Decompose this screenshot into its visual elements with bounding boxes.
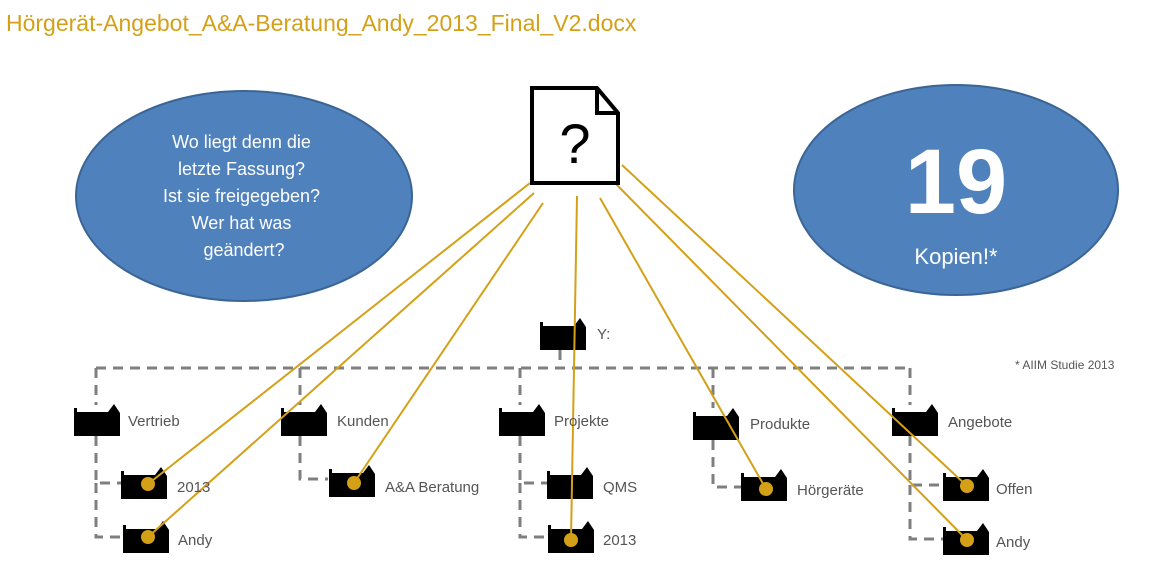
document-title: Hörgerät-Angebot_A&A-Beratung_Andy_2013_…	[6, 10, 637, 36]
folder-projekte-label: Projekte	[554, 413, 609, 430]
folder-produkte-label: Produkte	[750, 416, 810, 433]
copy-marker	[141, 477, 155, 491]
copy-marker	[564, 533, 578, 547]
folder-kunden-icon	[281, 404, 327, 436]
question-line-2: letzte Fassung?	[178, 159, 305, 179]
question-line-3: Ist sie freigegeben?	[163, 186, 320, 206]
folder-angebote-offen-label: Offen	[996, 481, 1032, 498]
footnote: * AIIM Studie 2013	[1015, 358, 1115, 372]
copy-count-bubble: 19 Kopien!*	[793, 84, 1119, 296]
folder-angebote-label: Angebote	[948, 414, 1012, 431]
folder-angebote-andy-label: Andy	[996, 534, 1031, 551]
root-folder-icon	[540, 318, 586, 350]
question-line-1: Wo liegt denn die	[172, 132, 311, 152]
folder-projekte-qms-icon	[547, 467, 593, 499]
folder-projekte-icon	[499, 404, 545, 436]
copy-marker	[347, 476, 361, 490]
folder-projekte-2013-label: 2013	[603, 532, 636, 549]
document-question-icon: ?	[530, 86, 620, 185]
copy-marker	[960, 533, 974, 547]
folder-vertrieb-icon	[74, 404, 120, 436]
copy-connector-lines	[147, 164, 968, 541]
question-line-4: Wer hat was	[192, 213, 292, 233]
question-line-5: geändert?	[203, 240, 284, 260]
copy-marker	[960, 479, 974, 493]
folder-produkte-hoergeraete-label: Hörgeräte	[797, 482, 864, 499]
copy-marker	[759, 482, 773, 496]
copy-count-label: Kopien!*	[914, 244, 998, 269]
question-bubble: Wo liegt denn die letzte Fassung? Ist si…	[75, 90, 413, 302]
folders	[74, 318, 989, 555]
copy-marker	[141, 530, 155, 544]
folder-angebote-icon	[892, 404, 938, 436]
root-folder-label: Y:	[597, 326, 610, 343]
folder-vertrieb-label: Vertrieb	[128, 413, 180, 430]
folder-kunden-label: Kunden	[337, 413, 389, 430]
folder-produkte-icon	[693, 408, 739, 440]
folder-tree-lines	[94, 350, 943, 541]
folder-vertrieb-2013-label: 2013	[177, 479, 210, 496]
folder-vertrieb-andy-label: Andy	[178, 532, 213, 549]
folder-kunden-aa-beratung-label: A&A Beratung	[385, 479, 479, 496]
folder-projekte-qms-label: QMS	[603, 479, 637, 496]
document-question-mark: ?	[559, 112, 590, 175]
svg-text:Wo liegt denn die letzte: Wo liegt denn die letzte Fassung? Ist si…	[163, 132, 325, 260]
copy-markers	[141, 476, 974, 547]
copy-count-number: 19	[905, 131, 1007, 233]
